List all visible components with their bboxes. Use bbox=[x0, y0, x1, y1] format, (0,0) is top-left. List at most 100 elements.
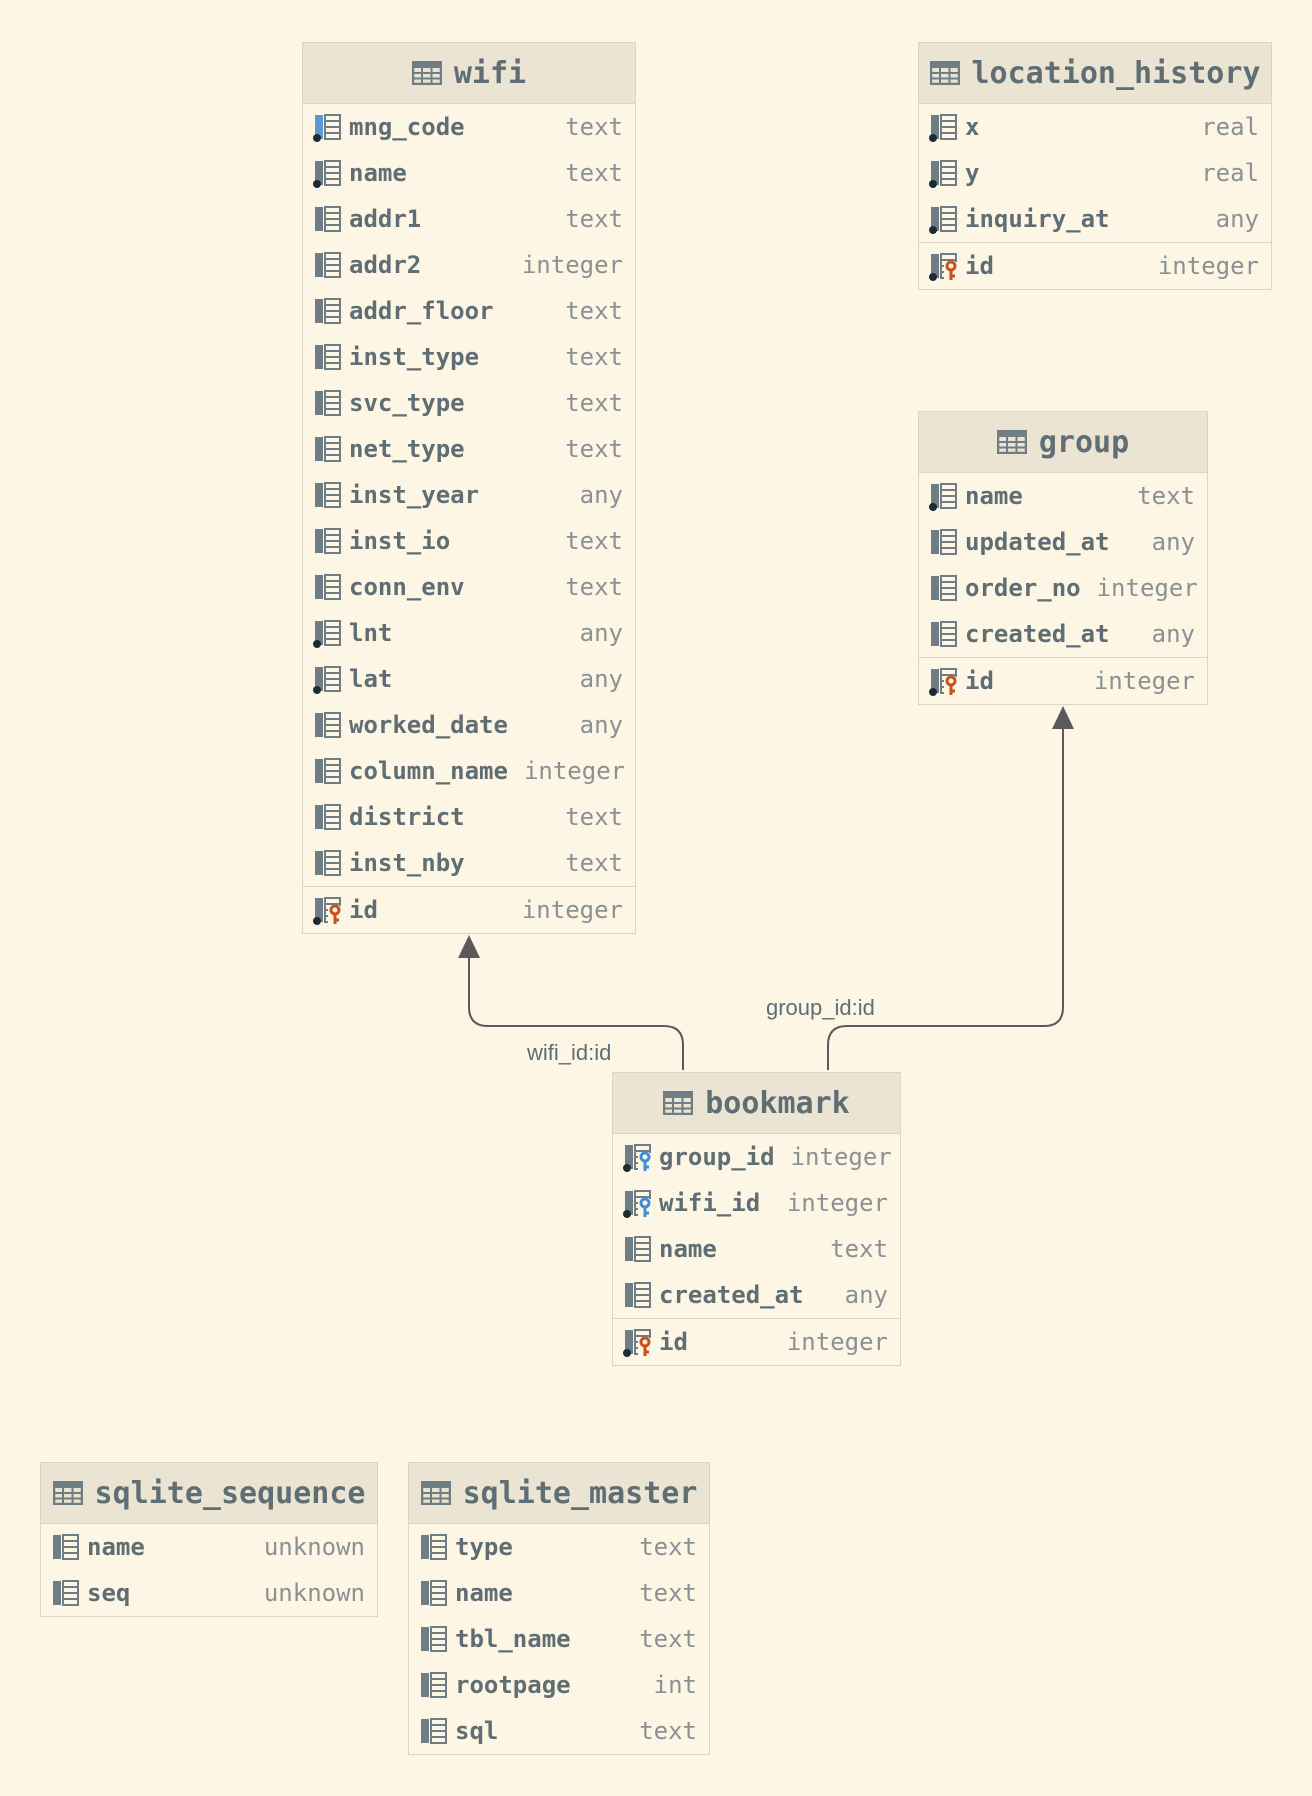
column-type: text bbox=[565, 113, 623, 141]
table-icon bbox=[411, 61, 442, 85]
primary-key-column-icon bbox=[929, 251, 959, 281]
relation-label: wifi_id:id bbox=[526, 1040, 611, 1065]
column-type: any bbox=[1215, 205, 1259, 233]
column-icon bbox=[929, 573, 959, 603]
column-type: integer bbox=[786, 1328, 888, 1356]
column-type: real bbox=[1201, 113, 1259, 141]
table-header[interactable]: wifi bbox=[303, 43, 635, 104]
table-header[interactable]: bookmark bbox=[613, 1073, 900, 1134]
column-name: x bbox=[965, 113, 980, 141]
column-name: created_at bbox=[659, 1281, 804, 1309]
relation-label: group_id:id bbox=[766, 995, 875, 1020]
column-type: text bbox=[565, 435, 623, 463]
column-name: addr2 bbox=[349, 251, 422, 279]
column-row[interactable]: inst_nby text bbox=[303, 840, 635, 886]
table-header[interactable]: sqlite_master bbox=[409, 1463, 709, 1524]
column-name: inst_io bbox=[349, 527, 451, 555]
primary-key-column-icon bbox=[313, 895, 343, 925]
column-row[interactable]: x real bbox=[919, 104, 1271, 150]
indexed-column-icon bbox=[929, 158, 959, 188]
column-type: text bbox=[639, 1625, 697, 1653]
column-type: text bbox=[565, 297, 623, 325]
column-name: lnt bbox=[349, 619, 393, 647]
column-type: integer bbox=[523, 757, 626, 785]
table-header[interactable]: location_history bbox=[919, 43, 1271, 104]
column-name: rootpage bbox=[455, 1671, 571, 1699]
column-type: integer bbox=[521, 896, 623, 924]
relation-line bbox=[827, 729, 1064, 1070]
column-type: text bbox=[565, 849, 623, 877]
column-type: text bbox=[565, 343, 623, 371]
column-icon bbox=[313, 756, 343, 786]
column-name: created_at bbox=[965, 620, 1110, 648]
table-header[interactable]: group bbox=[919, 412, 1207, 473]
column-name: group_id bbox=[659, 1143, 775, 1171]
column-type: text bbox=[639, 1579, 697, 1607]
column-name: updated_at bbox=[965, 528, 1110, 556]
column-name: name bbox=[349, 159, 407, 187]
indexed-column-icon bbox=[929, 204, 959, 234]
column-name: inquiry_at bbox=[965, 205, 1110, 233]
column-icon bbox=[623, 1234, 653, 1264]
column-name: inst_year bbox=[349, 481, 480, 509]
column-type: unknown bbox=[263, 1533, 365, 1561]
column-row[interactable]: inquiry_at any bbox=[919, 196, 1271, 242]
table-header[interactable]: sqlite_sequence bbox=[41, 1463, 377, 1524]
table-name: bookmark bbox=[705, 1085, 850, 1121]
column-name: id bbox=[965, 252, 994, 280]
indexed-column-icon bbox=[313, 664, 343, 694]
column-type: real bbox=[1201, 159, 1259, 187]
column-type: text bbox=[639, 1533, 697, 1561]
table-icon bbox=[663, 1091, 694, 1115]
column-type: integer bbox=[786, 1189, 888, 1217]
foreign-key-column-icon bbox=[623, 1188, 653, 1218]
column-icon bbox=[623, 1280, 653, 1310]
column-name: inst_nby bbox=[349, 849, 465, 877]
primary-key-column-icon bbox=[623, 1327, 653, 1357]
column-icon bbox=[313, 342, 343, 372]
relation-line bbox=[468, 958, 684, 1070]
